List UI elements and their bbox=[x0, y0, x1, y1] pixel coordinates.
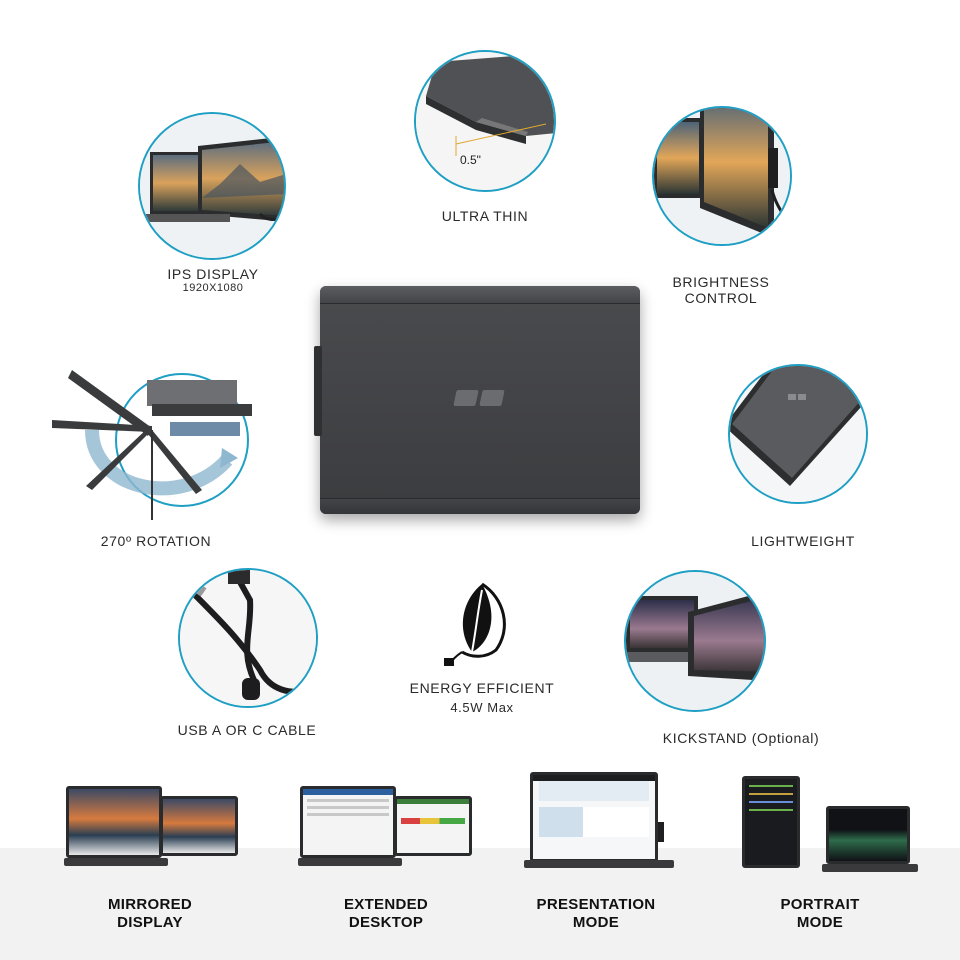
lightweight-title: LIGHTWEIGHT bbox=[751, 533, 855, 549]
modes-band bbox=[0, 848, 960, 960]
rotation-label: 270º ROTATION bbox=[86, 533, 226, 549]
brightness-control-title-line2: CONTROL bbox=[684, 290, 758, 306]
mode-extended-line1: EXTENDED bbox=[343, 896, 429, 913]
energy-label: ENERGY EFFICIENT 4.5W Max bbox=[400, 680, 564, 715]
mode-portrait-line1: PORTRAIT bbox=[780, 896, 860, 913]
device-top-rail bbox=[320, 286, 640, 304]
mode-extended-line2: DESKTOP bbox=[348, 914, 424, 931]
device-side-port bbox=[314, 346, 322, 436]
rotation-title: 270º ROTATION bbox=[100, 533, 212, 549]
extended-desktop-image bbox=[298, 786, 478, 870]
monitor-device-image bbox=[314, 286, 640, 514]
portrait-mode-image bbox=[736, 776, 920, 874]
kickstand-title: KICKSTAND (Optional) bbox=[662, 730, 820, 746]
lightweight-image bbox=[728, 364, 868, 504]
brightness-control-label: BRIGHTNESS CONTROL bbox=[650, 274, 792, 306]
thickness-measure: 0.5" bbox=[460, 153, 481, 167]
ultra-thin-title: ULTRA THIN bbox=[441, 208, 529, 224]
energy-power: 4.5W Max bbox=[450, 700, 514, 715]
mirrored-display-image bbox=[64, 786, 244, 870]
brand-logo bbox=[453, 390, 505, 408]
ips-display-title: IPS DISPLAY bbox=[167, 266, 259, 282]
device-bottom-rail bbox=[320, 498, 640, 514]
mode-presentation-label: PRESENTATION MODE bbox=[516, 896, 676, 932]
mode-mirrored-label: MIRRORED DISPLAY bbox=[90, 896, 210, 932]
ips-display-label: IPS DISPLAY 1920X1080 bbox=[140, 266, 286, 294]
mode-mirrored-line1: MIRRORED bbox=[107, 896, 193, 913]
mode-portrait-line2: MODE bbox=[796, 914, 844, 931]
ultra-thin-label: ULTRA THIN bbox=[410, 208, 560, 224]
mode-extended-label: EXTENDED DESKTOP bbox=[326, 896, 446, 932]
brightness-control-title-line1: BRIGHTNESS bbox=[672, 274, 770, 290]
ips-display-resolution: 1920X1080 bbox=[182, 282, 244, 294]
mode-presentation-line1: PRESENTATION bbox=[536, 896, 656, 913]
presentation-mode-image bbox=[524, 772, 684, 872]
mode-presentation-line2: MODE bbox=[572, 914, 620, 931]
ultra-thin-image: 0.5" bbox=[414, 50, 556, 192]
mode-mirrored-line2: DISPLAY bbox=[117, 914, 183, 931]
usb-cable-label: USB A OR C CABLE bbox=[160, 722, 334, 738]
kickstand-image bbox=[624, 570, 766, 712]
leaf-plug-icon bbox=[438, 580, 522, 670]
brightness-control-image bbox=[652, 106, 792, 246]
kickstand-label: KICKSTAND (Optional) bbox=[646, 730, 836, 746]
ips-display-image bbox=[138, 112, 286, 260]
usb-cable-title: USB A OR C CABLE bbox=[177, 722, 317, 738]
lightweight-label: LIGHTWEIGHT bbox=[740, 533, 866, 549]
energy-title: ENERGY EFFICIENT bbox=[409, 680, 555, 696]
mode-portrait-label: PORTRAIT MODE bbox=[760, 896, 880, 932]
rotation-image bbox=[52, 370, 252, 520]
usb-cable-image bbox=[178, 568, 318, 708]
